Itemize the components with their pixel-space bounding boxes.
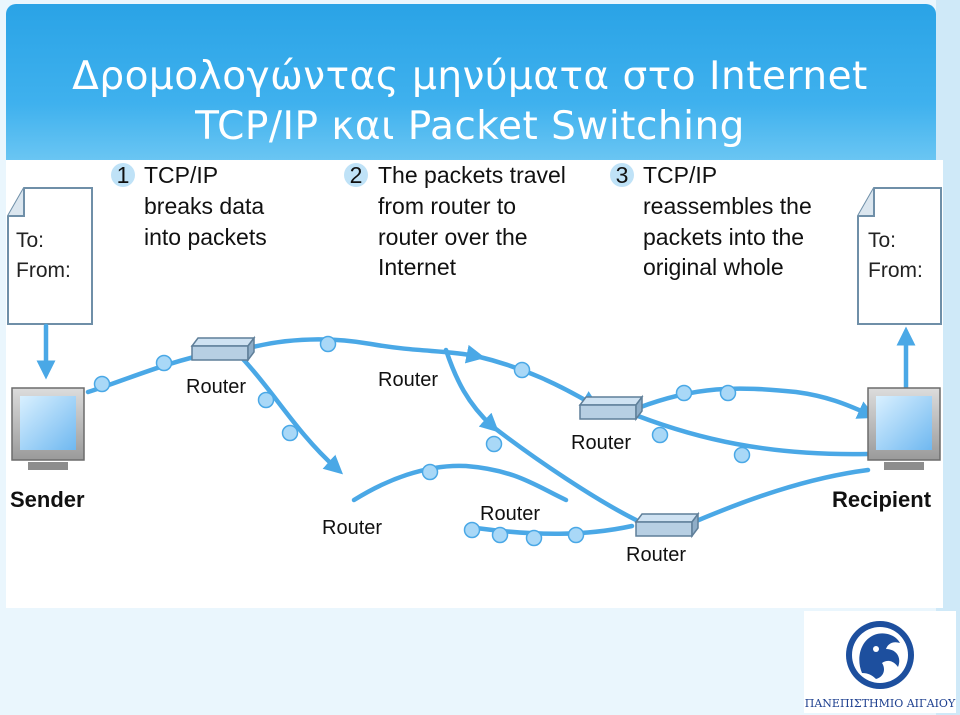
recipient-letter-fold: [858, 188, 875, 217]
diagram-panel: 1 TCP/IP breaks data into packets 2 The …: [6, 160, 943, 608]
packet: [421, 463, 439, 481]
slide-title-line-2: TCP/IP και Packet Switching: [195, 104, 745, 149]
recipient-label: Recipient: [832, 487, 932, 512]
step-3-badge: [610, 163, 634, 187]
step-1: 1 TCP/IP breaks data into packets: [111, 162, 267, 250]
recipient-monitor-screen: [876, 396, 932, 450]
title-band: [6, 4, 936, 186]
packet: [733, 446, 751, 464]
router-4: Router: [322, 517, 382, 539]
sender-monitor-screen: [20, 396, 76, 450]
step-3: 3 TCP/IP reassembles the packets into th…: [610, 162, 812, 280]
path-router-4-upper: [351, 463, 569, 503]
packet: [525, 529, 543, 547]
packet: [155, 354, 173, 372]
packet: [719, 384, 737, 402]
packet: [485, 435, 503, 453]
packet: [567, 526, 585, 544]
router-4-label: Router: [322, 517, 382, 539]
recipient-monitor-stand: [884, 462, 924, 470]
packets: [93, 335, 751, 547]
router-5: Router: [480, 503, 540, 525]
path-top-to-router-4: [443, 347, 499, 433]
router-3-label: Router: [571, 432, 631, 454]
step-3-line-3: packets into the: [643, 224, 804, 250]
recipient-letter-sheet: [857, 187, 942, 325]
packet: [675, 384, 693, 402]
router-icon-side: [635, 394, 643, 422]
router-6: Router: [626, 511, 700, 566]
step-1-line-3: into packets: [144, 224, 267, 250]
recipient-letter-to: To:: [868, 229, 896, 252]
step-1-badge: [111, 163, 135, 187]
path-router-6-to-recipient: [691, 467, 871, 525]
router-icon-front: [191, 345, 249, 361]
router-5-label: Router: [480, 503, 540, 525]
packet: [93, 375, 111, 393]
step-1-line-2: breaks data: [144, 193, 264, 219]
sender-letter: To: From:: [7, 187, 93, 325]
step-3-line-2: reassembles the: [643, 193, 812, 219]
router-3: Router: [571, 394, 644, 454]
router-icon: [578, 396, 644, 406]
sender-letter-to: To:: [16, 229, 44, 252]
router-2: Router: [378, 369, 438, 391]
step-3-line-1: TCP/IP: [643, 162, 717, 188]
packet: [319, 335, 337, 353]
network-paths: [36, 323, 916, 537]
router-icon-side: [691, 511, 699, 539]
step-3-number: 3: [616, 162, 629, 188]
path-top-to-router-3: [473, 353, 601, 409]
step-3-line-4: original whole: [643, 254, 784, 280]
packet: [513, 361, 531, 379]
path-router-3-to-recipient: [635, 386, 877, 419]
university-logo: ΠΑΝΕΠΙΣΤΗΜΙΟ ΑΙΓΑΙΟΥ: [804, 611, 956, 713]
step-2-line-2: from router to: [378, 193, 516, 219]
path-router-4-lower: [489, 423, 639, 523]
router-1-label: Router: [186, 376, 246, 398]
sender-letter-fold: [8, 188, 25, 217]
recipient-letter-from: From:: [868, 259, 923, 282]
step-2-badge: [344, 163, 368, 187]
recipient-computer: Recipient: [832, 387, 941, 512]
sender-label: Sender: [10, 487, 85, 512]
router-icon: [634, 513, 700, 523]
packet: [257, 391, 275, 409]
router-1: Router: [186, 335, 256, 398]
router-6-label: Router: [626, 544, 686, 566]
step-2-line-3: router over the: [378, 224, 528, 250]
path-router-3-lower: [635, 413, 871, 457]
router-icon-front: [579, 404, 637, 420]
router-icon-side: [247, 335, 255, 363]
sender-monitor-stand: [28, 462, 68, 470]
step-2-number: 2: [350, 162, 363, 188]
packet: [281, 424, 299, 442]
path-router-1-to-router-4: [239, 355, 344, 475]
packet-switching-diagram: 1 TCP/IP breaks data into packets 2 The …: [7, 162, 942, 566]
step-1-line-1: TCP/IP: [144, 162, 218, 188]
path-router-1-to-top: [238, 337, 486, 364]
router-icon: [190, 337, 256, 347]
packet: [491, 526, 509, 544]
slide-title-line-1: Δρομολογώντας μηνύματα στο Internet: [72, 54, 868, 99]
router-2-label: Router: [378, 369, 438, 391]
university-seal-icon: [846, 621, 914, 689]
step-2-line-1: The packets travel: [378, 162, 566, 188]
sender-computer: Sender: [10, 387, 85, 512]
step-1-number: 1: [117, 162, 130, 188]
router-icon-front: [635, 521, 693, 537]
packet: [463, 521, 481, 539]
recipient-letter: To: From:: [857, 187, 942, 325]
packet: [651, 426, 669, 444]
university-name: ΠΑΝΕΠΙΣΤΗΜΙΟ ΑΙΓΑΙΟΥ: [804, 697, 956, 710]
step-2-line-4: Internet: [378, 254, 457, 280]
step-2: 2 The packets travel from router to rout…: [344, 162, 566, 280]
sender-letter-from: From:: [16, 259, 71, 282]
